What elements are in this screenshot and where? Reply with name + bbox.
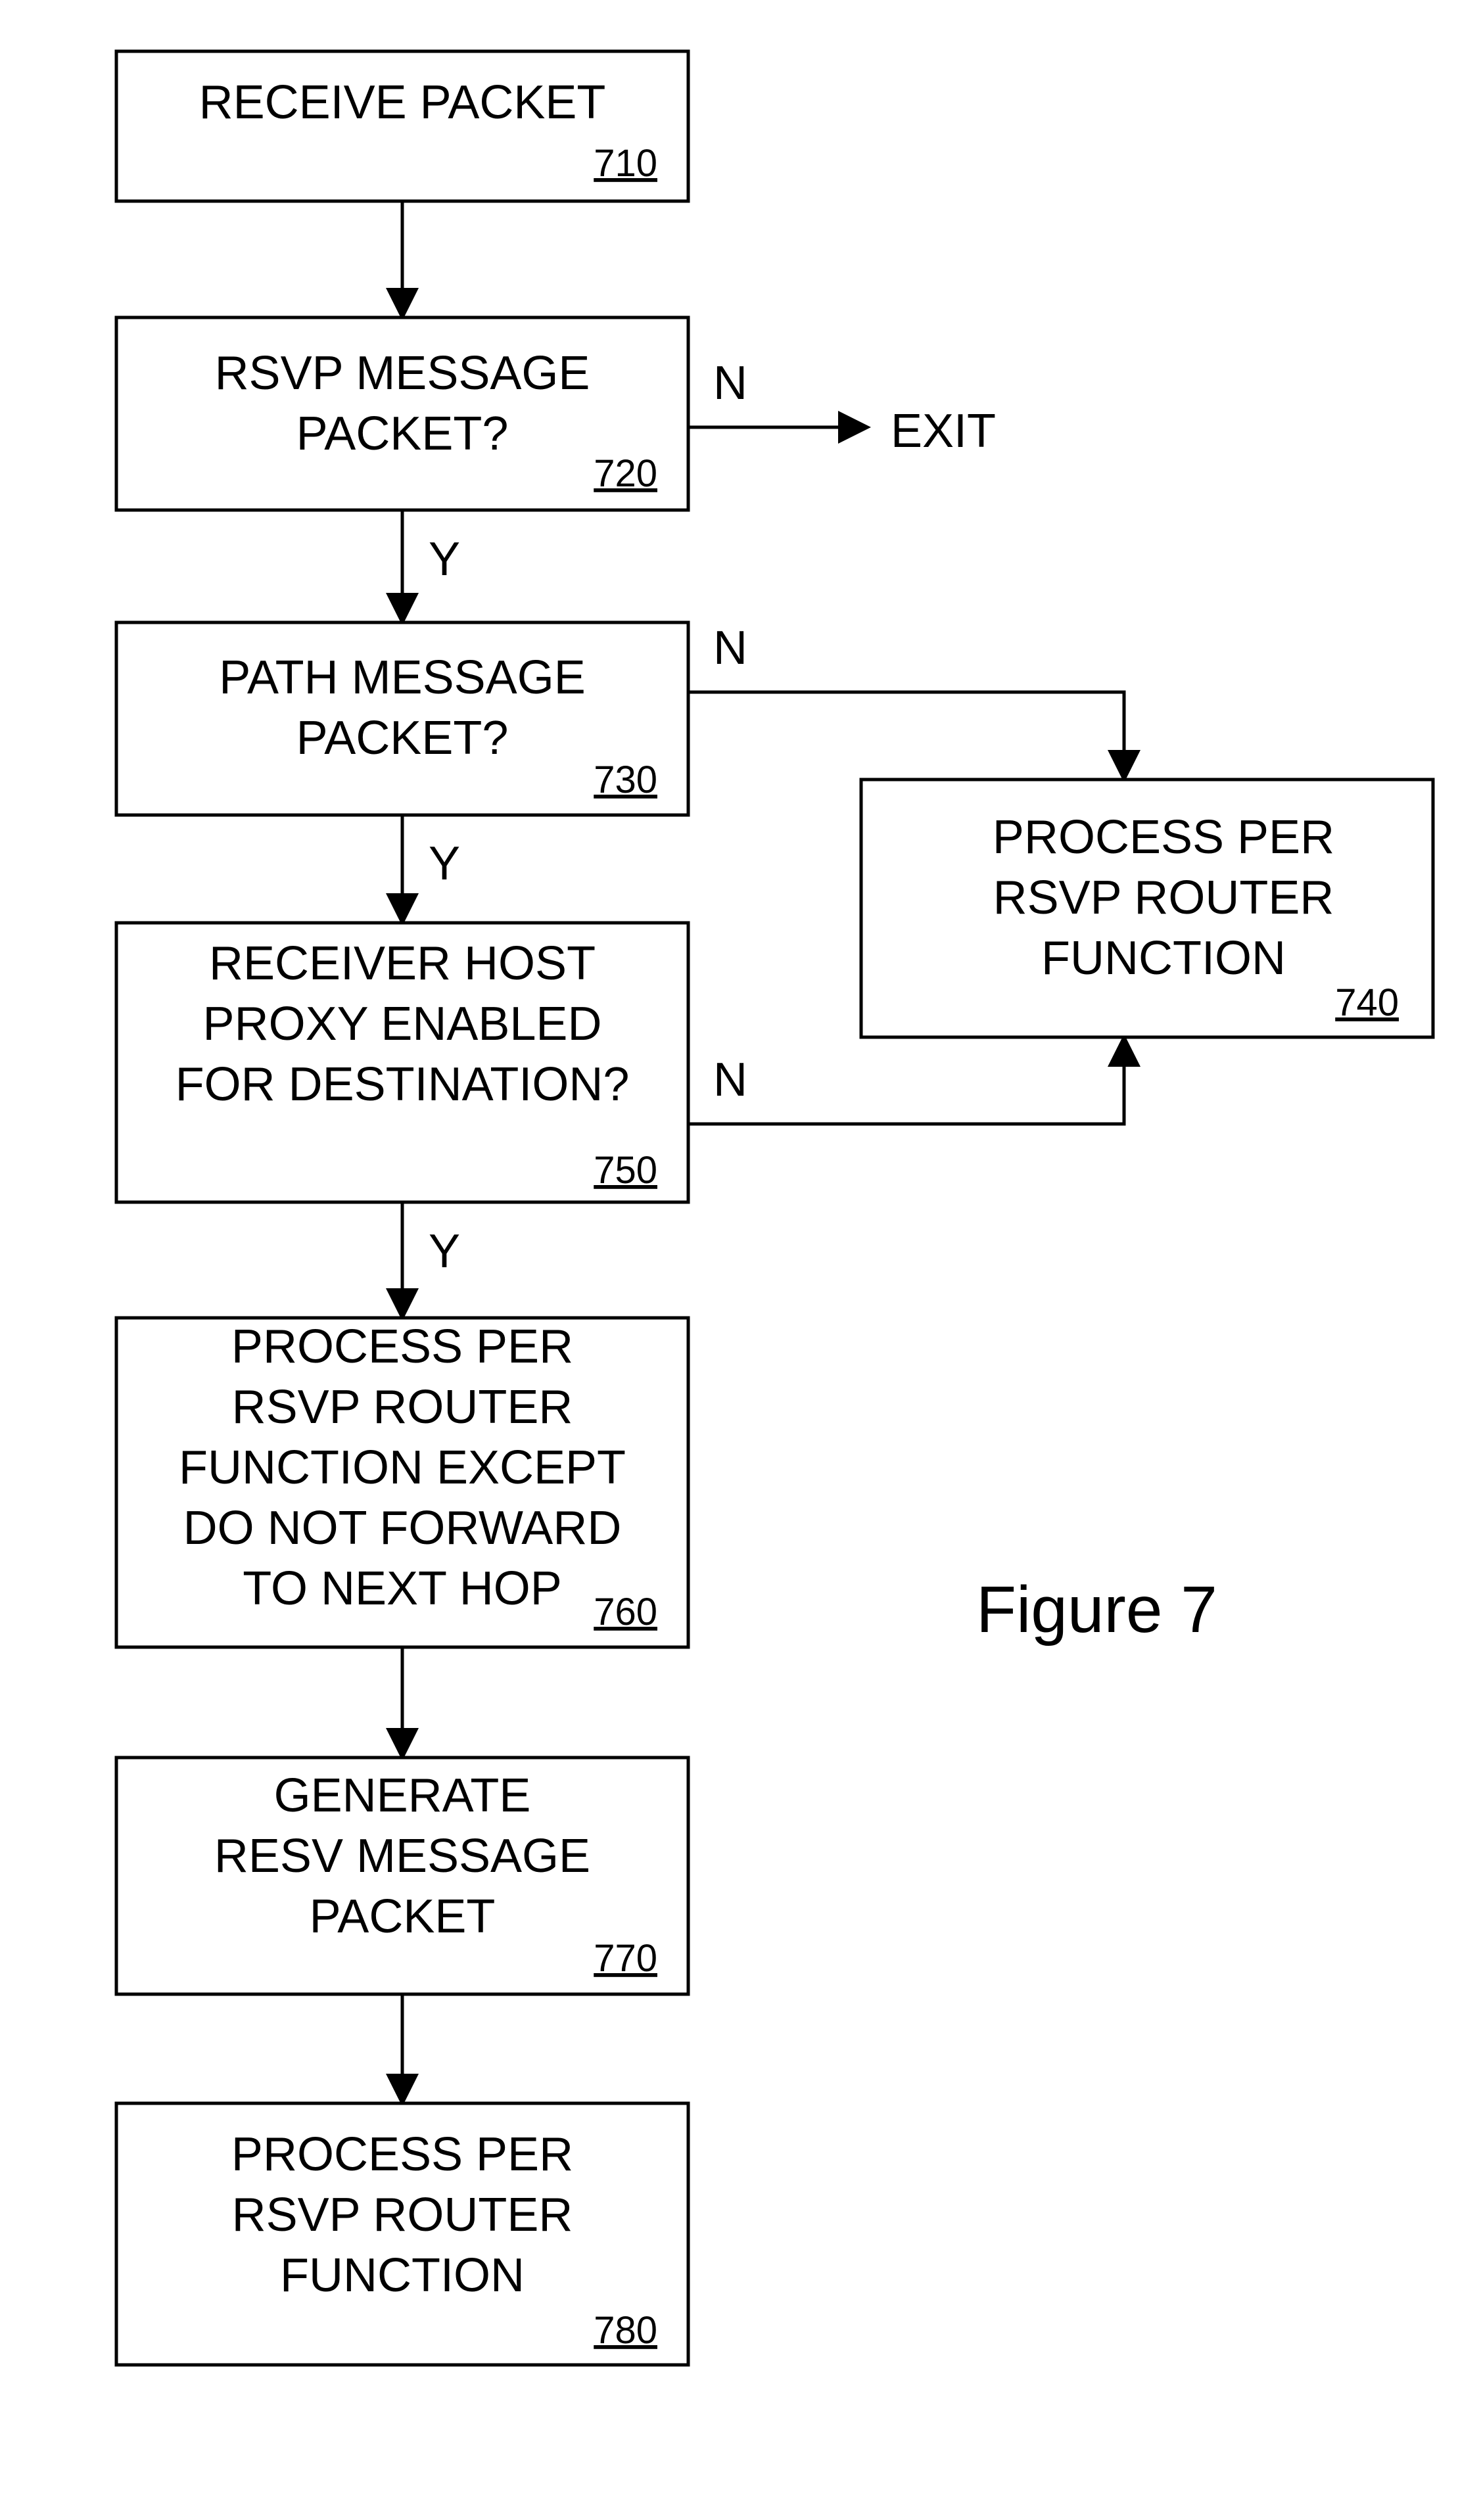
process-box-760: PROCESS PER RSVP ROUTER FUNCTION EXCEPT DO … (116, 1318, 688, 1647)
process-box-730: PATH MESSAGE PACKET? 730 (116, 622, 688, 815)
reference-numeral: 760 (594, 1591, 657, 1633)
box-label-line: FUNCTION (280, 2249, 525, 2302)
box-label-line: RECEIVER HOST (209, 937, 596, 990)
branch-label: Y (429, 1225, 460, 1278)
box-label-line: FUNCTION (1041, 932, 1286, 985)
process-box-770: GENERATE RESV MESSAGE PACKET 770 (116, 1758, 688, 1994)
reference-numeral: 770 (594, 1937, 657, 1980)
box-label-line: FUNCTION EXCEPT (179, 1441, 626, 1494)
box-label-line: PROXY ENABLED (203, 998, 602, 1050)
reference-numeral: 710 (594, 142, 657, 185)
box-label-line: PATH MESSAGE (219, 651, 585, 704)
arrow-730-to-750: Y (402, 815, 460, 923)
box-label-line: RSVP MESSAGE (215, 347, 590, 400)
branch-label: N (713, 1054, 747, 1106)
box-label-line: PROCESS PER (231, 2128, 573, 2181)
box-label-line: GENERATE (274, 1769, 531, 1822)
box-label-line: RSVP ROUTER (993, 872, 1334, 924)
box-label-line: PROCESS PER (993, 811, 1334, 864)
process-box-750: RECEIVER HOST PROXY ENABLED FOR DESTINATIO… (116, 923, 688, 1202)
box-label-line: TO NEXT HOP (243, 1562, 561, 1615)
arrow-720-to-730: Y (402, 510, 460, 622)
process-box-710: RECEIVE PACKET 710 (116, 51, 688, 201)
box-label-line: RECEIVE PACKET (199, 76, 606, 129)
process-box-780: PROCESS PER RSVP ROUTER FUNCTION 780 (116, 2103, 688, 2365)
connector-line (688, 692, 1124, 780)
process-box-720: RSVP MESSAGE PACKET? 720 (116, 317, 688, 510)
reference-numeral: 780 (594, 2309, 657, 2352)
figure-caption: Figure 7 (976, 1573, 1217, 1646)
arrow-730-to-740: N (688, 622, 1124, 780)
arrow-720-to-exit: N (688, 357, 868, 427)
box-label-line: PACKET (310, 1890, 496, 1943)
box-label-line: DO NOT FORWARD (183, 1502, 622, 1554)
box-label-line: FOR DESTINATION? (176, 1058, 630, 1111)
exit-terminal: EXIT (891, 405, 996, 457)
box-label-line: PACKET? (296, 712, 509, 764)
reference-numeral: 730 (594, 758, 657, 801)
reference-numeral: 740 (1335, 981, 1399, 1024)
reference-numeral: 720 (594, 452, 657, 495)
box-label-line: RSVP ROUTER (232, 1381, 573, 1434)
arrow-750-to-760: Y (402, 1202, 460, 1318)
branch-label: N (713, 357, 747, 409)
box-label-line: RESV MESSAGE (214, 1830, 590, 1882)
box-label-line: PACKET? (296, 408, 509, 460)
process-box-740: PROCESS PER RSVP ROUTER FUNCTION 740 (861, 780, 1433, 1037)
box-label-line: RSVP ROUTER (232, 2189, 573, 2241)
branch-label: Y (429, 837, 460, 890)
branch-label: N (713, 622, 747, 674)
reference-numeral: 750 (594, 1149, 657, 1192)
branch-label: Y (429, 533, 460, 586)
box-label-line: PROCESS PER (231, 1320, 573, 1373)
connector-line (688, 1037, 1124, 1124)
arrow-750-to-740: N (688, 1037, 1124, 1124)
